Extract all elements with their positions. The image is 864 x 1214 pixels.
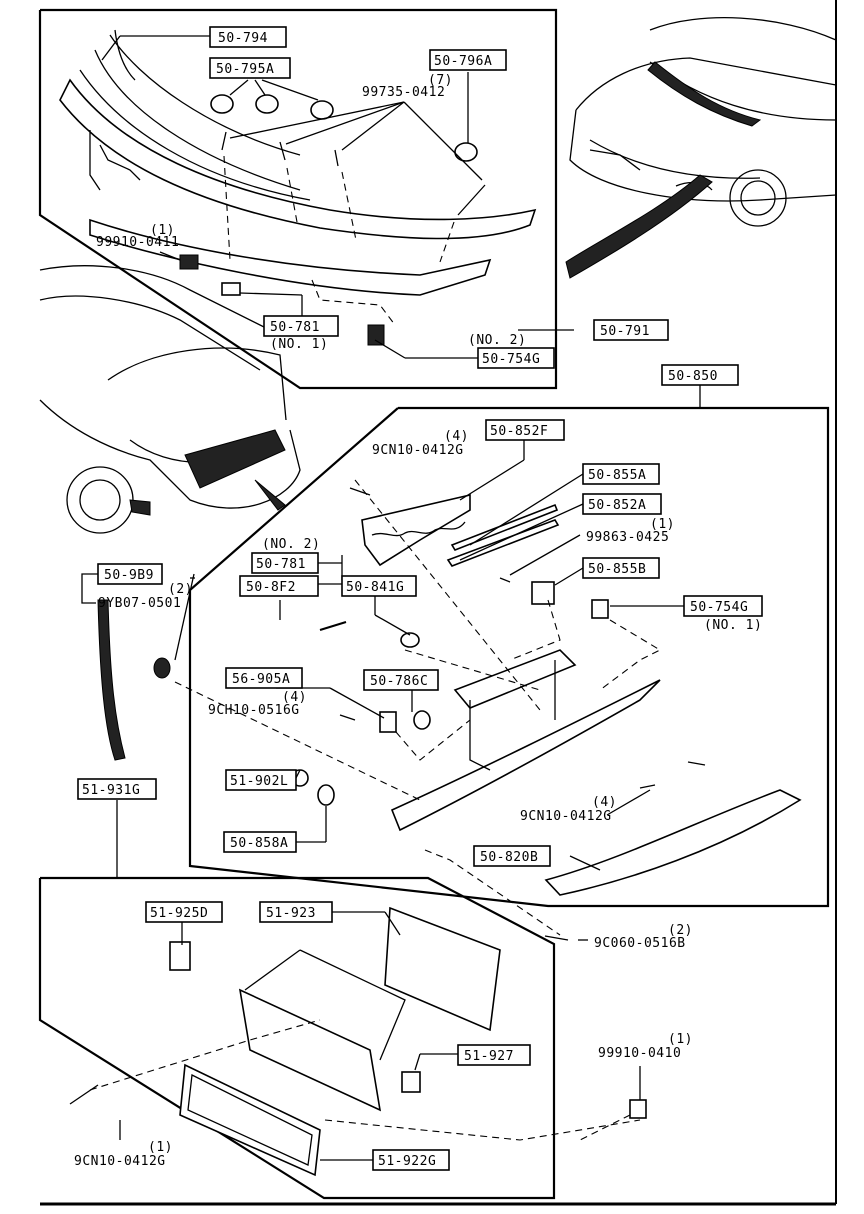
callout-50-9B9: 50-9B9 (97, 563, 163, 585)
frame-license-section (38, 876, 556, 1200)
callout-51-902L: 51-902L (225, 769, 297, 791)
part-99735-0412: 99735-0412 (362, 85, 445, 100)
svg-text:50-794: 50-794 (218, 31, 268, 46)
part-9CN10-0412G-mid: 9CN10-0412G (520, 809, 612, 824)
callout-50-8F2: 50-8F2 (239, 575, 319, 597)
rear-garnish-parts (153, 479, 802, 941)
qty-99910-0410: (1) (668, 1032, 693, 1047)
svg-text:50-791: 50-791 (600, 324, 650, 339)
svg-text:51-922G: 51-922G (378, 1154, 436, 1169)
svg-text:50-841G: 50-841G (346, 580, 404, 595)
part-9YB07-0501: 9YB07-0501 (98, 596, 181, 611)
qty-9CN10-top: (4) (444, 429, 469, 444)
part-99910-0410: 99910-0410 (598, 1046, 681, 1061)
qty-9CH10: (4) (282, 690, 307, 705)
svg-text:50-781: 50-781 (256, 557, 306, 572)
callout-51-931G: 51-931G (77, 778, 157, 800)
frame-cowl-section (38, 8, 558, 390)
svg-text:50-9B9: 50-9B9 (104, 568, 154, 583)
qty-9YB07: (2) (168, 582, 193, 597)
bracket-50-9B9 (81, 573, 98, 604)
svg-text:50-796A: 50-796A (434, 54, 492, 69)
qty-99863: (1) (650, 517, 675, 532)
callout-50-852F: 50-852F (485, 419, 565, 441)
callout-50-795A: 50-795A (209, 57, 291, 79)
callout-50-855A: 50-855A (582, 463, 660, 485)
cowl-clips (179, 94, 486, 346)
svg-text:50-795A: 50-795A (216, 62, 274, 77)
license-lamp-parts (69, 906, 647, 1177)
svg-text:50-858A: 50-858A (230, 836, 288, 851)
callout-51-923: 51-923 (259, 901, 333, 923)
qty-9CN10-bot: (1) (148, 1140, 173, 1155)
svg-text:50-754G: 50-754G (690, 600, 748, 615)
note-50-754G-top: (NO. 2) (468, 333, 526, 348)
svg-text:51-902L: 51-902L (230, 774, 288, 789)
callout-51-922G: 51-922G (372, 1149, 450, 1171)
callout-50-841G: 50-841G (341, 575, 417, 597)
part-9C060-0516B: 9C060-0516B (594, 936, 686, 951)
qty-9CN10-mid: (4) (592, 795, 617, 810)
svg-text:51-931G: 51-931G (82, 783, 140, 798)
svg-text:51-925D: 51-925D (150, 906, 208, 921)
callout-50-781-mid: 50-781 (251, 552, 319, 574)
svg-text:50-820B: 50-820B (480, 850, 538, 865)
leaders-bottom (119, 911, 641, 1161)
part-9CH10-0516G: 9CH10-0516G (208, 703, 300, 718)
svg-text:50-786C: 50-786C (370, 674, 428, 689)
callout-50-781-top: 50-781 (263, 315, 339, 337)
note-50-781-mid: (NO. 2) (262, 537, 320, 552)
part-9CN10-0412G-bot: 9CN10-0412G (74, 1154, 166, 1169)
svg-text:50-754G: 50-754G (482, 352, 540, 367)
leaders-top (101, 35, 574, 359)
svg-text:56-905A: 56-905A (232, 672, 290, 687)
callout-50-794: 50-794 (209, 26, 287, 48)
cowl-grille-part (59, 29, 537, 296)
note-50-754G-mid: (NO. 1) (704, 618, 762, 633)
callout-50-852A: 50-852A (582, 493, 662, 515)
svg-text:51-923: 51-923 (266, 906, 316, 921)
svg-text:50-852F: 50-852F (490, 424, 548, 439)
svg-text:50-855A: 50-855A (588, 468, 646, 483)
front-car-illustration (565, 17, 837, 279)
callout-50-786C: 50-786C (363, 669, 439, 691)
svg-text:50-8F2: 50-8F2 (246, 580, 296, 595)
callout-51-925D: 51-925D (145, 901, 223, 923)
svg-text:50-852A: 50-852A (588, 498, 646, 513)
qty-99735: (7) (428, 73, 453, 88)
callout-50-754G-top: 50-754G (477, 347, 555, 369)
callout-50-754G-mid: 50-754G (683, 595, 763, 617)
leaders-middle (116, 385, 701, 878)
callout-50-791: 50-791 (593, 319, 669, 341)
callout-50-850: 50-850 (661, 364, 739, 386)
svg-text:50-855B: 50-855B (588, 562, 646, 577)
callout-56-905A: 56-905A (225, 667, 303, 689)
callout-50-855B: 50-855B (582, 557, 660, 579)
callout-50-858A: 50-858A (223, 831, 297, 853)
qty-9C060: (2) (668, 923, 693, 938)
part-9CN10-0412G-top: 9CN10-0412G (372, 443, 464, 458)
callout-50-796A: 50-796A (429, 49, 507, 71)
callout-51-927: 51-927 (457, 1044, 531, 1066)
note-50-781-top: (NO. 1) (270, 337, 328, 352)
rear-car-illustration (39, 265, 301, 761)
part-99863-0425: 99863-0425 (586, 530, 669, 545)
qty-99910-0411: (1) (150, 223, 175, 238)
svg-text:50-781: 50-781 (270, 320, 320, 335)
part-99910-0411: 99910-0411 (96, 235, 179, 250)
svg-text:50-850: 50-850 (668, 369, 718, 384)
svg-text:51-927: 51-927 (464, 1049, 514, 1064)
callout-50-820B: 50-820B (473, 845, 551, 867)
